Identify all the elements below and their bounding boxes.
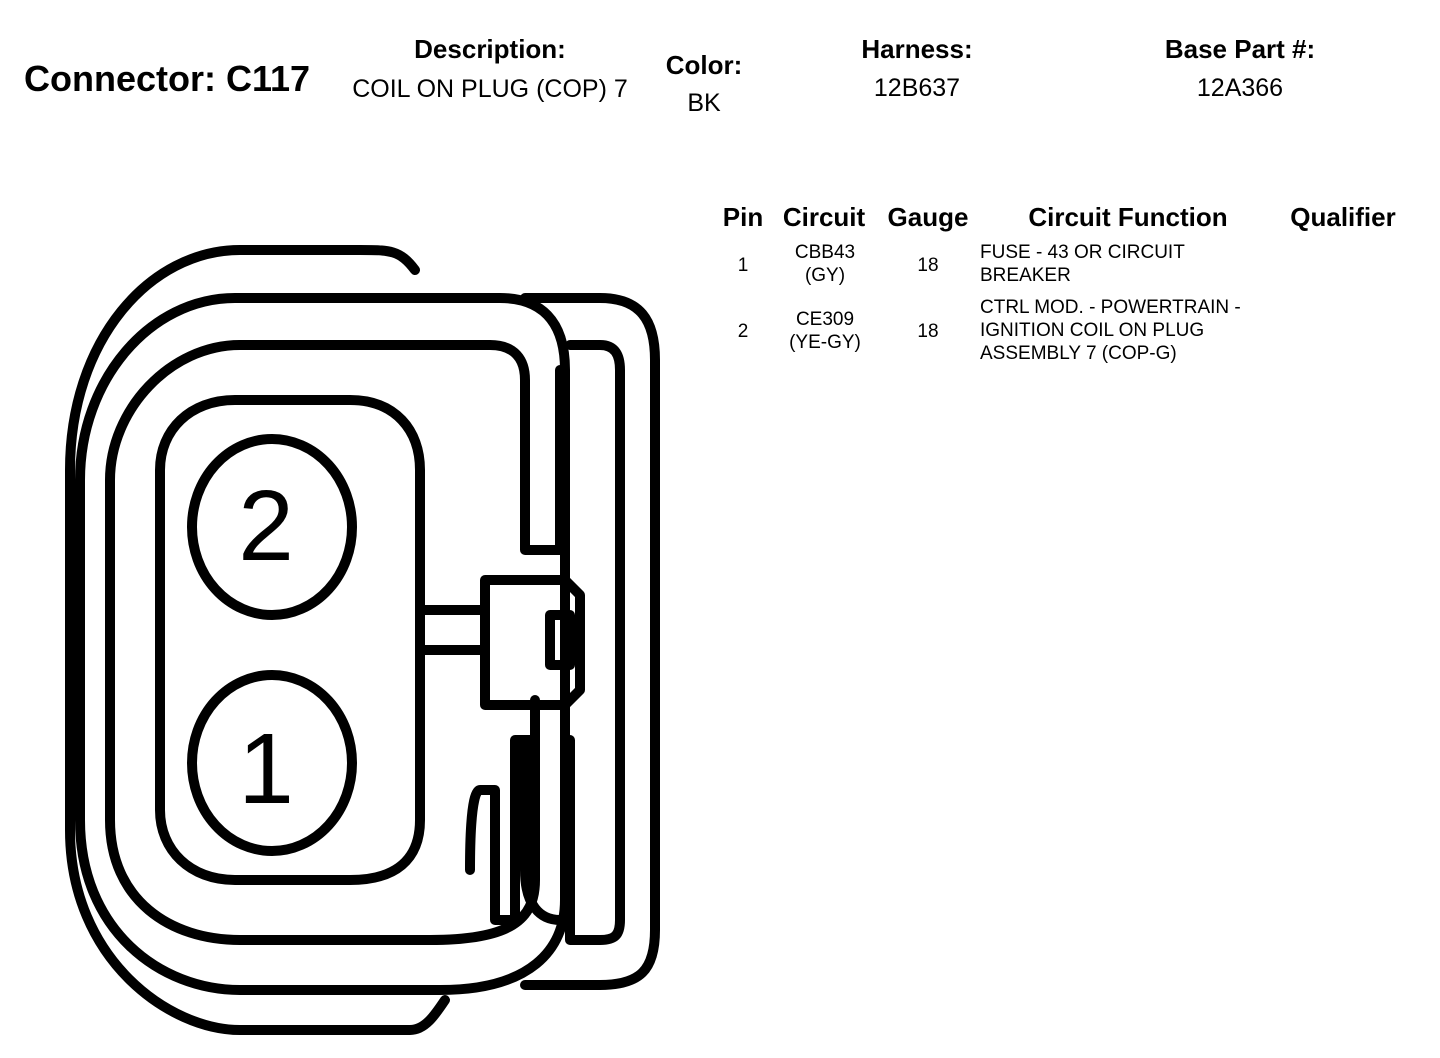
connector-title: Connector: C117 <box>24 58 311 99</box>
bottom-prong <box>465 735 540 925</box>
column-header-qualifier: Qualifier <box>1290 202 1396 232</box>
connector-right-bracket <box>520 293 660 990</box>
table-row-1-function: FUSE - 43 OR CIRCUIT BREAKER <box>980 242 1185 286</box>
base-part-value: 12A366 <box>1196 74 1284 102</box>
column-header-circuit-function: Circuit Function <box>1028 202 1228 232</box>
connector-inner-shell <box>105 340 540 945</box>
table-row-1-circuit-color: (GY) <box>804 265 846 286</box>
table-row-1-circuit: CBB43 <box>794 242 856 263</box>
harness-value: 12B637 <box>873 74 961 102</box>
description-value: COIL ON PLUG (COP) 7 <box>352 75 628 103</box>
pin-1-cavity <box>187 670 357 856</box>
harness-label: Harness: <box>861 34 973 64</box>
table-row-2-function: CTRL MOD. - POWERTRAIN - IGNITION COIL O… <box>980 297 1241 364</box>
column-header-pin: Pin <box>722 202 764 232</box>
column-header-gauge: Gauge <box>887 202 969 232</box>
color-label: Color: <box>665 50 743 80</box>
base-part-label: Base Part #: <box>1164 34 1316 64</box>
table-row-2-circuit: CE309 <box>795 309 855 330</box>
pin-2-label: 2 <box>238 470 294 582</box>
pin-1-label: 1 <box>238 713 294 825</box>
description-label: Description: <box>414 34 566 64</box>
table-row-2-gauge: 18 <box>917 321 939 342</box>
connector-mid-shell <box>75 293 570 995</box>
pin-2-cavity <box>187 434 357 620</box>
connector-face-diagram: 2 1 <box>65 245 660 1035</box>
locking-tab <box>415 605 490 655</box>
pin-cavity-block <box>155 395 425 885</box>
table-row-2-circuit-color: (YE-GY) <box>789 332 861 353</box>
table-row-2-pin: 2 <box>737 321 749 342</box>
table-row-1-gauge: 18 <box>917 255 939 276</box>
connector-outer-shell <box>65 245 450 1035</box>
color-value: BK <box>687 89 721 117</box>
table-row-1-pin: 1 <box>737 255 749 276</box>
column-header-circuit: Circuit <box>782 202 866 232</box>
